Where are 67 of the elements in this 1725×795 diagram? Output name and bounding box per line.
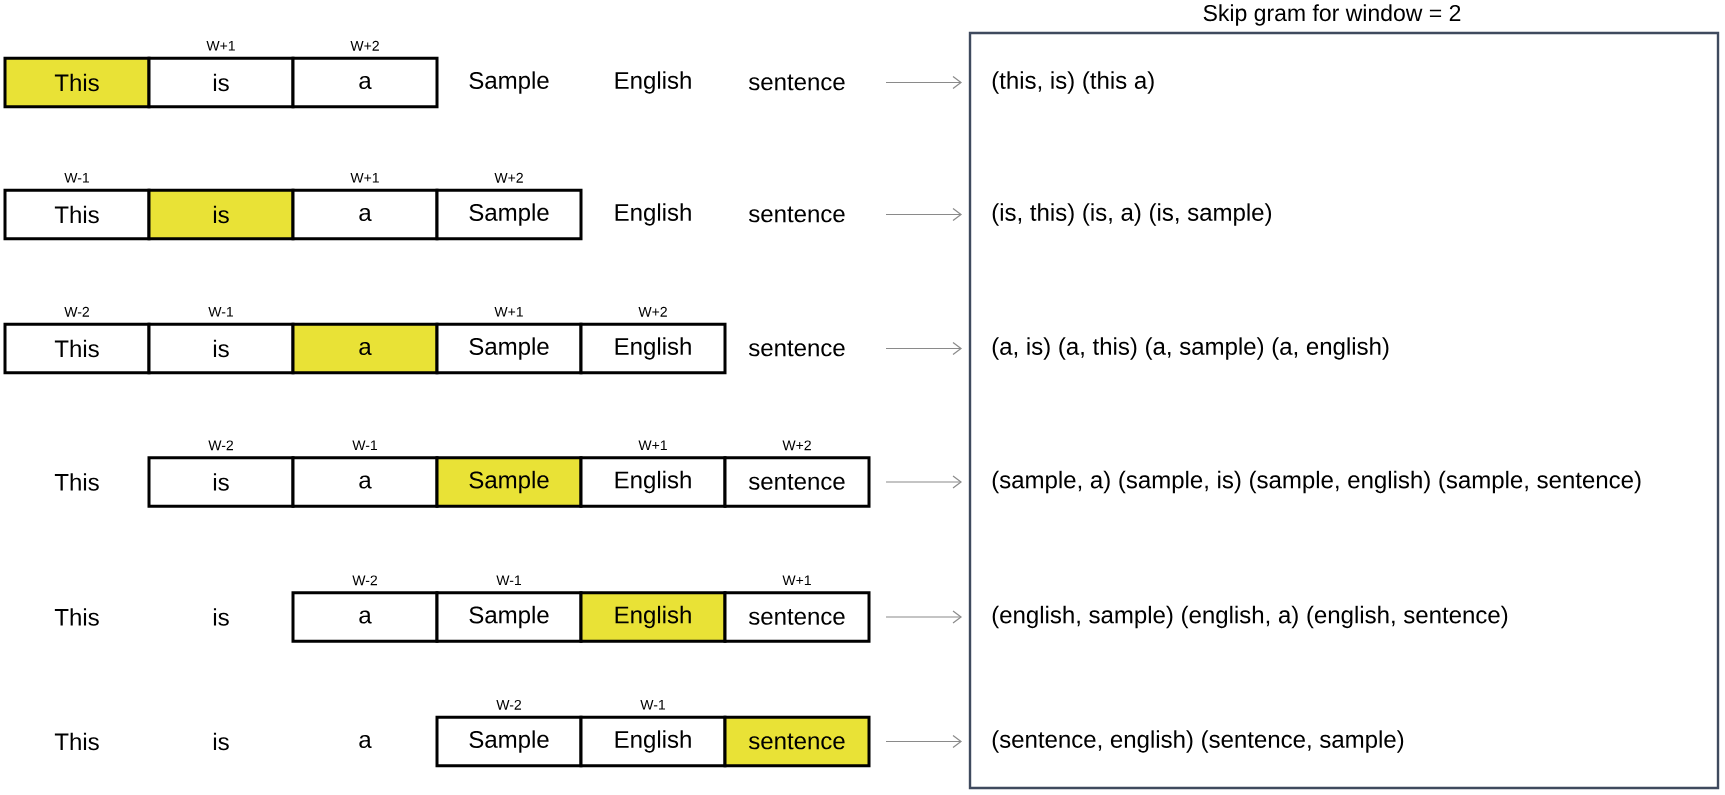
word-cell: is [147,322,295,375]
position-label: W+1 [638,440,667,451]
arrow [885,75,962,90]
position-label: W-1 [208,306,233,317]
position-label: W+1 [206,40,235,51]
word-cell: sentence [723,591,871,643]
word-cell: English [579,456,727,508]
word: This [54,473,99,491]
word-cell: English [579,715,727,768]
highlighted-word-cell: English [579,591,727,643]
highlighted-word-cell: sentence [723,715,871,768]
position-label: W+2 [782,440,811,451]
word: English [615,71,691,94]
word: This [54,608,99,626]
highlighted-word-cell: This [3,56,151,109]
arrow [885,734,962,749]
word-cell: Sample [435,188,583,241]
word: English [615,203,691,226]
word-cell: Sample [435,591,583,643]
position-label: W-2 [208,440,233,451]
arrow [885,610,962,624]
word: is [213,732,229,751]
panel-title: Skip gram for window = 2 [1203,4,1461,26]
arrow [885,207,962,222]
word-cell: a [291,56,439,109]
word: This [54,732,99,751]
position-label: W+2 [638,306,667,317]
word-cell: This [3,322,151,375]
word-cell: Sample [435,715,583,768]
highlighted-word-cell: is [147,188,295,241]
word-cell: Sample [435,322,583,375]
word-cell: English [579,322,727,375]
word-pairs: (a, is) (a, this) (a, sample) (a, english) [992,337,1389,360]
position-label: W+2 [350,40,379,51]
word-cell: This [3,188,151,241]
word: sentence [748,340,845,357]
word-pairs: (sentence, english) (sentence, sample) [992,730,1404,753]
word: sentence [748,74,845,91]
word-cell: is [147,456,295,508]
word: is [213,608,229,626]
word-cell: sentence [723,456,871,508]
position-label: W-1 [64,172,89,183]
word-pairs: (english, sample) (english, a) (english, sentence) [992,605,1508,629]
highlighted-word-cell: a [291,322,439,375]
word-cell: a [291,188,439,241]
position-label: W-2 [64,306,89,317]
word: a [359,734,372,749]
highlighted-word-cell: Sample [435,456,583,508]
word-pairs: (sample, a) (sample, is) (sample, english) (sample, sentence) [992,470,1641,494]
word-cell: a [291,456,439,508]
word-pairs: (is, this) (is, a) (is, sample) [992,203,1272,226]
position-label: W-1 [352,440,377,451]
position-label: W+1 [350,172,379,183]
word: Sample [469,71,549,94]
position-label: W-2 [496,699,521,710]
position-label: W+1 [782,575,811,586]
position-label: W+2 [494,172,523,183]
position-label: W-2 [352,575,377,586]
word: sentence [748,206,845,223]
arrow [885,475,962,489]
word-pairs: (this, is) (this a) [992,71,1154,94]
position-label: W-1 [640,699,665,710]
position-label: W+1 [494,306,523,317]
word-cell: is [147,56,295,109]
position-label: W-1 [496,575,521,586]
arrow [885,341,962,356]
word-cell: a [291,591,439,643]
